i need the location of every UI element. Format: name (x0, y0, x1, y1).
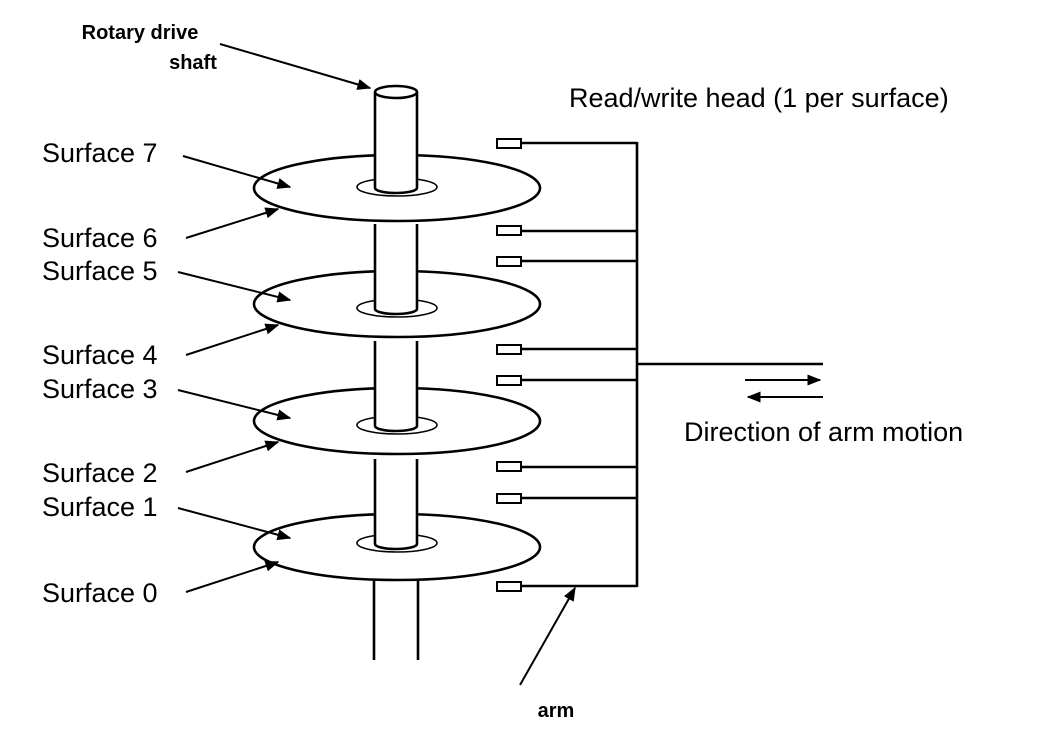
arm-label: arm (538, 700, 575, 722)
shaft-label-line2: shaft (169, 52, 217, 74)
motion-arrows (745, 374, 823, 403)
direction-label: Direction of arm motion (684, 417, 963, 447)
shaft-segment-1 (373, 459, 419, 551)
shaft-top (373, 84, 419, 195)
leader-lines (177, 43, 576, 686)
head-label: Read/write head (1 per surface) (569, 83, 949, 113)
shaft-segment-3 (373, 224, 419, 316)
surface-label-6: Surface 6 (42, 223, 158, 253)
surface-label-5: Surface 5 (42, 256, 158, 286)
surface-label-4: Surface 4 (42, 340, 158, 370)
shaft-segment-2 (373, 341, 419, 433)
surface-label-7: Surface 7 (42, 138, 158, 168)
surface-label-0: Surface 0 (42, 578, 158, 608)
surface-label-1: Surface 1 (42, 492, 158, 522)
surface-label-3: Surface 3 (42, 374, 158, 404)
surface-label-2: Surface 2 (42, 458, 158, 488)
arm-assembly (521, 141, 823, 588)
shaft-label-line1: Rotary drive (82, 22, 199, 44)
shaft-base (372, 580, 420, 660)
